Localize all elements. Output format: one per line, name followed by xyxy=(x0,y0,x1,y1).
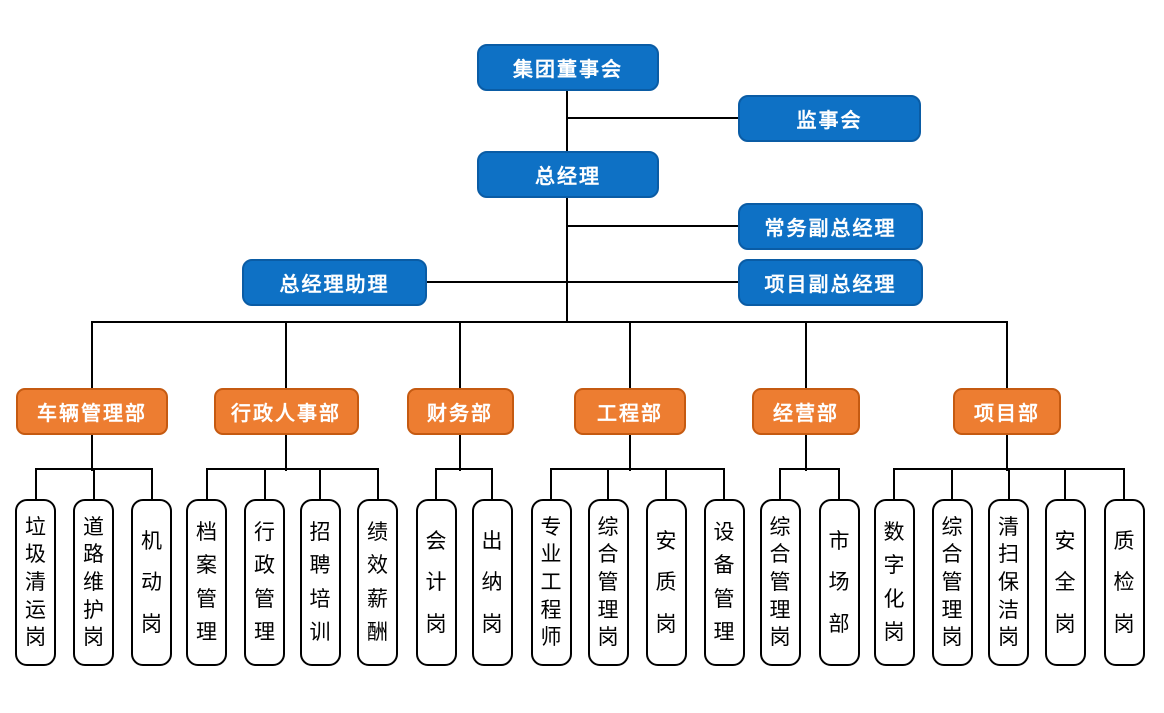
connector-position-drop xyxy=(1123,469,1125,500)
position-box: 综合管理岗 xyxy=(759,499,801,666)
connector-position-drop xyxy=(491,469,493,500)
connector-position-drop xyxy=(150,469,153,500)
connector-dept-horizontal xyxy=(779,468,840,470)
connector-dept-horizontal xyxy=(205,468,379,470)
position-label: 垃圾清运岗 xyxy=(25,515,46,650)
position-box: 安全岗 xyxy=(1044,499,1086,666)
position-box: 数字化岗 xyxy=(873,499,915,666)
project-deputy-gm-box: 项目副总经理 xyxy=(738,259,923,306)
connector-dept-drop xyxy=(805,322,807,388)
connector-assistant-projdgm xyxy=(427,281,738,283)
connector-position-drop xyxy=(550,469,552,500)
position-box: 出纳岗 xyxy=(471,499,513,666)
department-box: 经营部 xyxy=(752,388,860,435)
position-label: 档案管理 xyxy=(196,521,217,644)
position-label: 质检岗 xyxy=(1113,529,1135,636)
position-label: 安全岗 xyxy=(1054,529,1076,636)
position-box: 垃圾清运岗 xyxy=(15,499,56,666)
position-box: 综合管理岗 xyxy=(931,499,973,666)
connector-position-drop xyxy=(376,469,379,500)
position-label: 设备管理 xyxy=(713,521,735,644)
position-box: 设备管理 xyxy=(703,499,745,666)
position-label: 综合管理岗 xyxy=(597,515,619,650)
executive-deputy-gm-box: 常务副总经理 xyxy=(738,203,923,250)
department-box: 行政人事部 xyxy=(213,388,359,435)
position-box: 会计岗 xyxy=(415,499,457,666)
connector-dept-drop xyxy=(285,322,287,388)
position-label: 专业工程师 xyxy=(540,515,562,650)
department-box: 车辆管理部 xyxy=(16,388,168,435)
connector-dept-stub xyxy=(459,435,461,471)
position-box: 市场部 xyxy=(818,499,860,666)
position-label: 综合管理岗 xyxy=(769,515,791,650)
position-label: 综合管理岗 xyxy=(941,515,963,650)
position-label: 市场部 xyxy=(828,529,850,636)
department-box: 项目部 xyxy=(953,388,1061,435)
position-label: 道路维护岗 xyxy=(83,515,104,650)
connector-position-drop xyxy=(1007,469,1010,500)
connector-dept-horizontal xyxy=(550,468,725,470)
group-board-box: 集团董事会 xyxy=(477,44,659,91)
position-label: 出纳岗 xyxy=(481,529,503,636)
position-box: 专业工程师 xyxy=(530,499,572,666)
department-box: 工程部 xyxy=(574,388,686,435)
position-box: 档案管理 xyxy=(186,499,227,666)
supervisory-board-box: 监事会 xyxy=(738,95,921,142)
department-box: 财务部 xyxy=(406,388,514,435)
connector-dept-horizontal xyxy=(435,468,493,470)
connector-position-drop xyxy=(319,469,321,500)
connector-position-drop xyxy=(1064,469,1066,500)
position-box: 招聘培训 xyxy=(299,499,341,666)
general-manager-box: 总经理 xyxy=(477,151,659,198)
position-box: 清扫保洁岗 xyxy=(988,499,1029,666)
connector-dept-stub xyxy=(1006,435,1008,471)
connector-dept-drop xyxy=(1006,322,1008,388)
position-box: 安质岗 xyxy=(645,499,687,666)
position-label: 机动岗 xyxy=(141,529,162,636)
position-box: 质检岗 xyxy=(1103,499,1145,666)
connector-position-drop xyxy=(263,469,266,500)
connector-supervisory xyxy=(567,117,738,119)
connector-position-drop xyxy=(435,469,437,500)
position-label: 数字化岗 xyxy=(883,521,905,644)
connector-exec-dgm xyxy=(567,225,738,227)
connector-position-drop xyxy=(951,469,953,500)
connector-position-drop xyxy=(205,469,208,500)
connector-dept-drop xyxy=(459,322,461,388)
position-label: 会计岗 xyxy=(425,529,447,636)
connector-dept-stub xyxy=(629,435,631,471)
position-label: 行政管理 xyxy=(254,521,275,644)
position-box: 绩效薪酬 xyxy=(357,499,398,666)
connector-position-drop xyxy=(607,469,609,500)
connector-position-drop xyxy=(665,469,667,500)
position-box: 行政管理 xyxy=(244,499,285,666)
connector-dept-stub xyxy=(91,435,93,471)
connector-position-drop xyxy=(92,469,95,500)
position-box: 道路维护岗 xyxy=(73,499,114,666)
connector-position-drop xyxy=(34,469,37,500)
position-label: 招聘培训 xyxy=(309,521,331,644)
position-label: 清扫保洁岗 xyxy=(998,515,1019,650)
connector-dept-stub xyxy=(285,435,287,471)
position-label: 安质岗 xyxy=(655,529,677,636)
connector-position-drop xyxy=(723,469,725,500)
connector-dept-drop xyxy=(91,322,93,388)
connector-main-horizontal xyxy=(91,321,1008,323)
connector-position-drop xyxy=(779,469,781,500)
position-label: 绩效薪酬 xyxy=(367,521,388,644)
gm-assistant-box: 总经理助理 xyxy=(242,259,427,306)
connector-trunk xyxy=(566,91,568,322)
connector-dept-stub xyxy=(805,435,807,471)
connector-position-drop xyxy=(838,469,840,500)
connector-dept-drop xyxy=(629,322,631,388)
position-box: 机动岗 xyxy=(131,499,172,666)
position-box: 综合管理岗 xyxy=(587,499,629,666)
connector-position-drop xyxy=(893,469,895,500)
